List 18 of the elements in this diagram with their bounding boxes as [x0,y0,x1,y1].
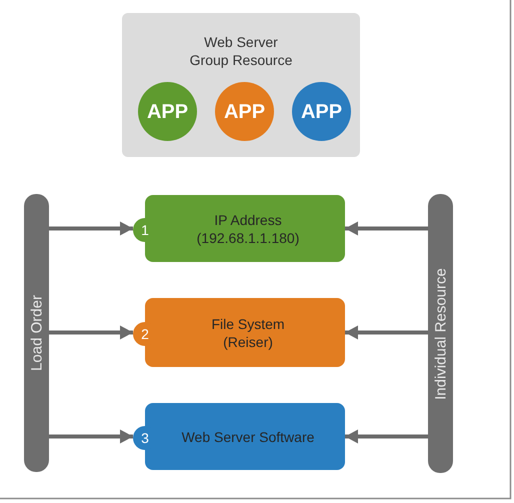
bar-label: Individual Resource [432,268,449,400]
step-title: IP Address (192.68.1.1.180) [196,210,300,246]
group-title: Web Server Group Resource [188,33,294,69]
bar-label: Load Order [28,295,45,371]
arrow [345,326,428,340]
group-panel [122,13,360,157]
step-title: File System (Reiser) [210,314,286,350]
arrow [49,326,133,340]
arrow [345,222,428,236]
app-label: APP [300,100,342,122]
arrow [345,430,428,444]
app-label: APP [146,100,188,122]
app-label: APP [224,100,266,122]
arrow [49,222,133,236]
vertical-bar [428,194,453,473]
vertical-bar [24,194,49,472]
step-title: Web Server Software [180,428,316,446]
arrow [49,430,133,444]
